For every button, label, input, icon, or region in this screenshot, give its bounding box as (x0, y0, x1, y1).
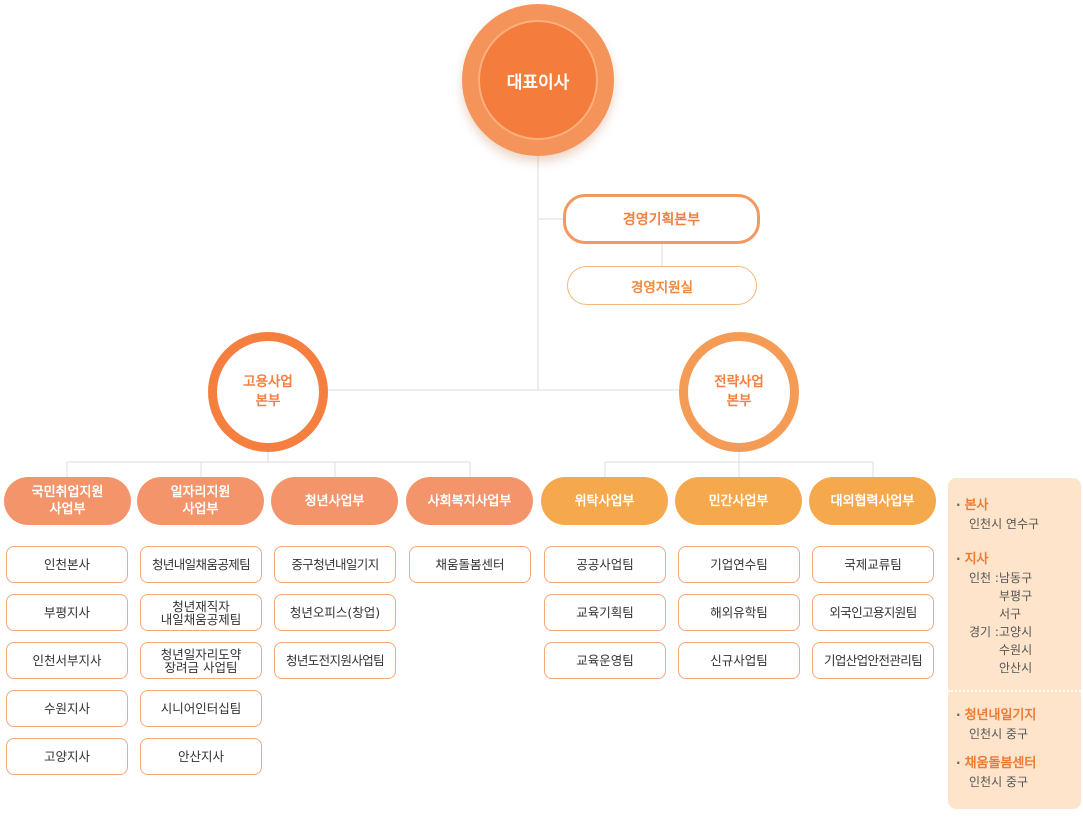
team-box: 수원지사 (6, 690, 128, 727)
ceo-node: 대표이사 (478, 20, 598, 140)
team-label: 채움돌봄센터 (435, 556, 505, 572)
team-label: 공공사업팀 (576, 556, 634, 572)
team-label: 청년내일채움공제팀 (151, 556, 251, 572)
care-center-title: 채움돌봄센터 (964, 756, 1037, 771)
division-label: 대외협력사업부 (830, 493, 915, 509)
division-label: 위탁사업부 (574, 493, 635, 509)
youth-base-title: 청년내일기지 (964, 708, 1037, 723)
team-box: 신규사업팀 (678, 642, 800, 679)
head-office-title: 본사 (964, 498, 989, 513)
ceo-label: 대표이사 (506, 72, 570, 93)
branches-section: ·지사 인천 : 남동구 부평구 서구 경기 : 고양시 수원시 안산시 (956, 552, 1033, 675)
locations-panel: ·본사 인천시 연수구 ·지사 인천 : 남동구 부평구 서구 경기 : 고양시… (948, 478, 1081, 809)
team-label: 해외유학팀 (710, 604, 768, 620)
team-label: 외국인고용지원팀 (829, 604, 917, 620)
team-label: 안산지사 (177, 748, 224, 764)
branch-location: 남동구 (999, 571, 1033, 585)
panel-divider (948, 690, 1081, 692)
team-label: 교육운영팀 (576, 652, 634, 668)
division-youth: 청년사업부 (271, 477, 398, 525)
team-box: 해외유학팀 (678, 594, 800, 631)
team-label: 국제교류팀 (844, 556, 902, 572)
team-box: 교육운영팀 (544, 642, 666, 679)
division-label: 사회복지사업부 (427, 493, 512, 509)
team-label: 기업산업안전관리팀 (823, 652, 923, 668)
team-label: 교육기획팀 (576, 604, 634, 620)
team-label: 중구청년내일기지 (291, 556, 379, 572)
division-label: 청년사업부 (304, 493, 365, 509)
division-label: 민간사업부 (708, 493, 769, 509)
management-support-office-label: 경영지원실 (630, 279, 694, 296)
team-label: 시니어인터십팀 (160, 700, 242, 716)
team-label: 청년도전지원사업팀 (285, 652, 385, 668)
youth-base-section: ·청년내일기지 인천시 중구 (956, 708, 1037, 741)
team-box: 외국인고용지원팀 (812, 594, 934, 631)
team-box: 고양지사 (6, 738, 128, 775)
team-box: 공공사업팀 (544, 546, 666, 583)
head-office-address: 인천시 연수구 (969, 517, 1040, 531)
branch-location: 서구 (999, 607, 1022, 621)
team-box: 중구청년내일기지 (274, 546, 396, 583)
management-planning-hq: 경영기획본부 (563, 194, 760, 244)
management-planning-hq-label: 경영기획본부 (622, 212, 701, 228)
team-box: 국제교류팀 (812, 546, 934, 583)
team-box: 시니어인터십팀 (140, 690, 262, 727)
team-label: 신규사업팀 (710, 652, 768, 668)
division-consignment: 위탁사업부 (541, 477, 668, 525)
team-box: 안산지사 (140, 738, 262, 775)
team-box: 인천본사 (6, 546, 128, 583)
youth-base-address: 인천시 중구 (969, 727, 1029, 741)
head-office-section: ·본사 인천시 연수구 (956, 498, 1040, 531)
team-label: 고양지사 (43, 748, 90, 764)
branches-title: 지사 (964, 552, 989, 567)
division-external-cooperation: 대외협력사업부 (809, 477, 936, 525)
gyeonggi-label: 경기 : (969, 625, 999, 639)
care-center-address: 인천시 중구 (969, 775, 1029, 789)
team-box: 기업산업안전관리팀 (812, 642, 934, 679)
team-label: 인천본사 (43, 556, 90, 572)
branch-location: 안산시 (999, 661, 1033, 675)
team-box: 교육기획팀 (544, 594, 666, 631)
care-center-section: ·채움돌봄센터 인천시 중구 (956, 756, 1037, 789)
team-box: 부평지사 (6, 594, 128, 631)
branch-location: 고양시 (999, 625, 1033, 639)
team-box: 청년오피스(창업) (274, 594, 396, 631)
division-social-welfare: 사회복지사업부 (406, 477, 533, 525)
team-box: 청년내일채움공제팀 (140, 546, 262, 583)
management-support-office: 경영지원실 (567, 266, 757, 305)
team-label: 인천서부지사 (32, 652, 102, 668)
division-private: 민간사업부 (675, 477, 802, 525)
team-label: 기업연수팀 (710, 556, 768, 572)
incheon-label: 인천 : (969, 571, 999, 585)
team-box: 기업연수팀 (678, 546, 800, 583)
team-box: 청년도전지원사업팀 (274, 642, 396, 679)
team-label: 수원지사 (43, 700, 90, 716)
team-label: 부평지사 (43, 604, 90, 620)
branch-location: 부평구 (999, 589, 1033, 603)
team-box: 채움돌봄센터 (409, 546, 531, 583)
team-box: 인천서부지사 (6, 642, 128, 679)
team-label: 청년오피스(창업) (289, 604, 381, 620)
branch-location: 수원시 (999, 643, 1033, 657)
